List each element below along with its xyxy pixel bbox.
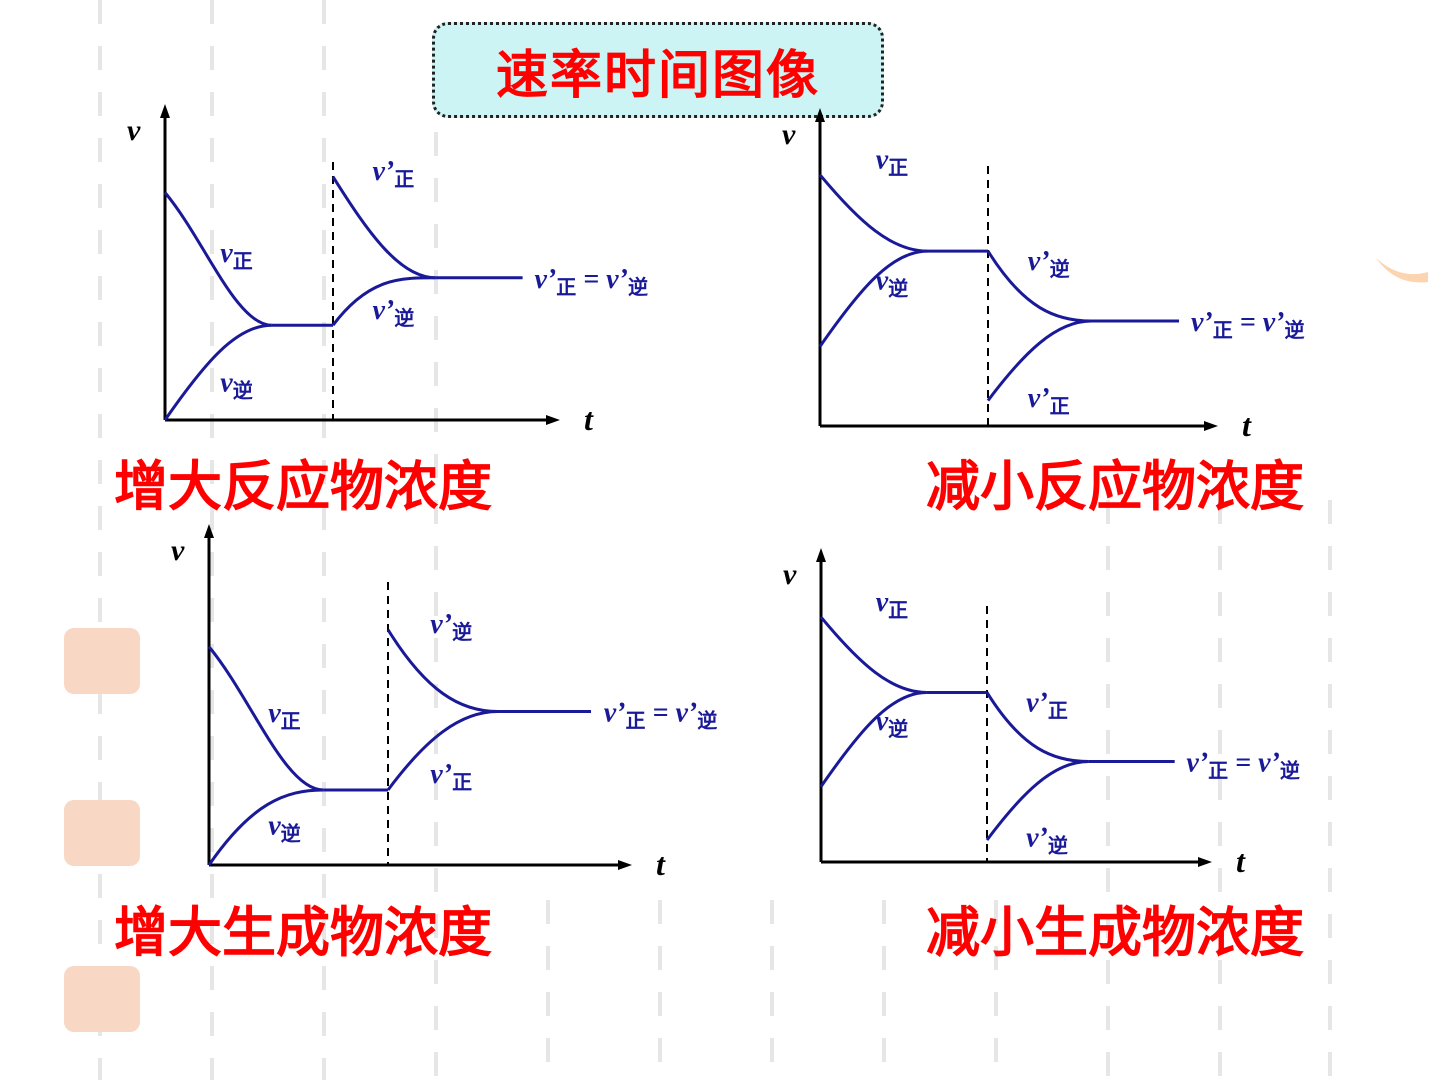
new-rate-curve-upper xyxy=(386,628,498,714)
rate-curves xyxy=(818,173,1180,402)
equilibrium-label: v’正 = v’逆 xyxy=(534,264,648,299)
new-rate-curve-upper xyxy=(331,175,436,280)
reverse-rate-curve xyxy=(818,249,928,348)
rate-label: v正 xyxy=(876,587,908,622)
rate-label: v’正 xyxy=(373,156,415,191)
rate-curves xyxy=(207,628,592,866)
rate-label: v逆 xyxy=(268,810,300,845)
rate-label: v’正 xyxy=(1026,687,1068,722)
decorative-swoosh-icon xyxy=(1376,258,1428,283)
forward-rate-curve xyxy=(819,616,927,694)
new-rate-curve-upper xyxy=(985,691,1089,764)
y-arrow-icon xyxy=(815,108,825,122)
x-arrow-icon xyxy=(618,860,632,870)
rate-curves xyxy=(163,175,523,421)
x-axis-label: t xyxy=(1242,407,1252,443)
new-rate-curve-lower xyxy=(986,319,1092,402)
rate-label: v逆 xyxy=(876,706,908,741)
reverse-rate-curve xyxy=(819,690,927,788)
y-arrow-icon xyxy=(160,104,170,118)
new-rate-curve-lower xyxy=(386,710,498,791)
rate-curves xyxy=(819,616,1175,841)
rate-label: v正 xyxy=(268,698,300,733)
axes xyxy=(207,530,628,867)
rate-label: v’逆 xyxy=(1028,246,1070,281)
panel-caption: 减小生成物浓度 xyxy=(926,901,1304,964)
forward-rate-curve xyxy=(818,173,928,253)
title-box: 速率时间图像 xyxy=(432,22,884,118)
new-rate-curve-lower xyxy=(985,760,1089,841)
rate-label: v逆 xyxy=(220,368,252,403)
y-axis-label: v xyxy=(783,558,797,591)
rate-label: v逆 xyxy=(876,265,908,300)
rate-label: v正 xyxy=(876,144,908,179)
x-arrow-icon xyxy=(1198,857,1212,867)
equilibrium-label: v’正 = v’逆 xyxy=(1186,748,1300,783)
x-arrow-icon xyxy=(1204,421,1218,431)
x-arrow-icon xyxy=(546,415,560,425)
panel-caption: 增大反应物浓度 xyxy=(114,455,492,518)
new-rate-curve-lower xyxy=(331,276,436,327)
x-axis-label: t xyxy=(656,846,666,882)
panel-caption: 减小反应物浓度 xyxy=(926,455,1304,518)
rate-label: v’逆 xyxy=(1026,822,1068,857)
panel-caption: 增大生成物浓度 xyxy=(114,901,492,964)
axes xyxy=(818,114,1214,428)
rate-label: v’逆 xyxy=(430,609,472,644)
y-axis-label: v xyxy=(782,118,796,151)
seal-stamp-icon xyxy=(64,628,140,1032)
x-axis-label: t xyxy=(584,401,594,437)
y-axis-label: v xyxy=(127,114,141,147)
axes xyxy=(819,554,1208,864)
y-arrow-icon xyxy=(816,548,826,562)
slide-title: 速率时间图像 xyxy=(495,45,820,106)
equilibrium-label: v’正 = v’逆 xyxy=(604,698,718,733)
y-axis-label: v xyxy=(171,534,185,567)
new-rate-curve-upper xyxy=(986,250,1092,323)
x-axis-label: t xyxy=(1236,843,1246,879)
rate-label: v’正 xyxy=(430,759,472,794)
rate-label: v’逆 xyxy=(373,295,415,330)
y-arrow-icon xyxy=(204,524,214,538)
forward-rate-curve xyxy=(163,191,272,327)
reverse-rate-curve xyxy=(163,323,272,421)
reverse-rate-curve xyxy=(207,788,324,866)
forward-rate-curve xyxy=(207,645,324,792)
rate-label: v正 xyxy=(220,238,252,273)
axes xyxy=(163,110,556,422)
equilibrium-label: v’正 = v’逆 xyxy=(1191,307,1305,342)
rate-label: v’正 xyxy=(1028,383,1070,418)
